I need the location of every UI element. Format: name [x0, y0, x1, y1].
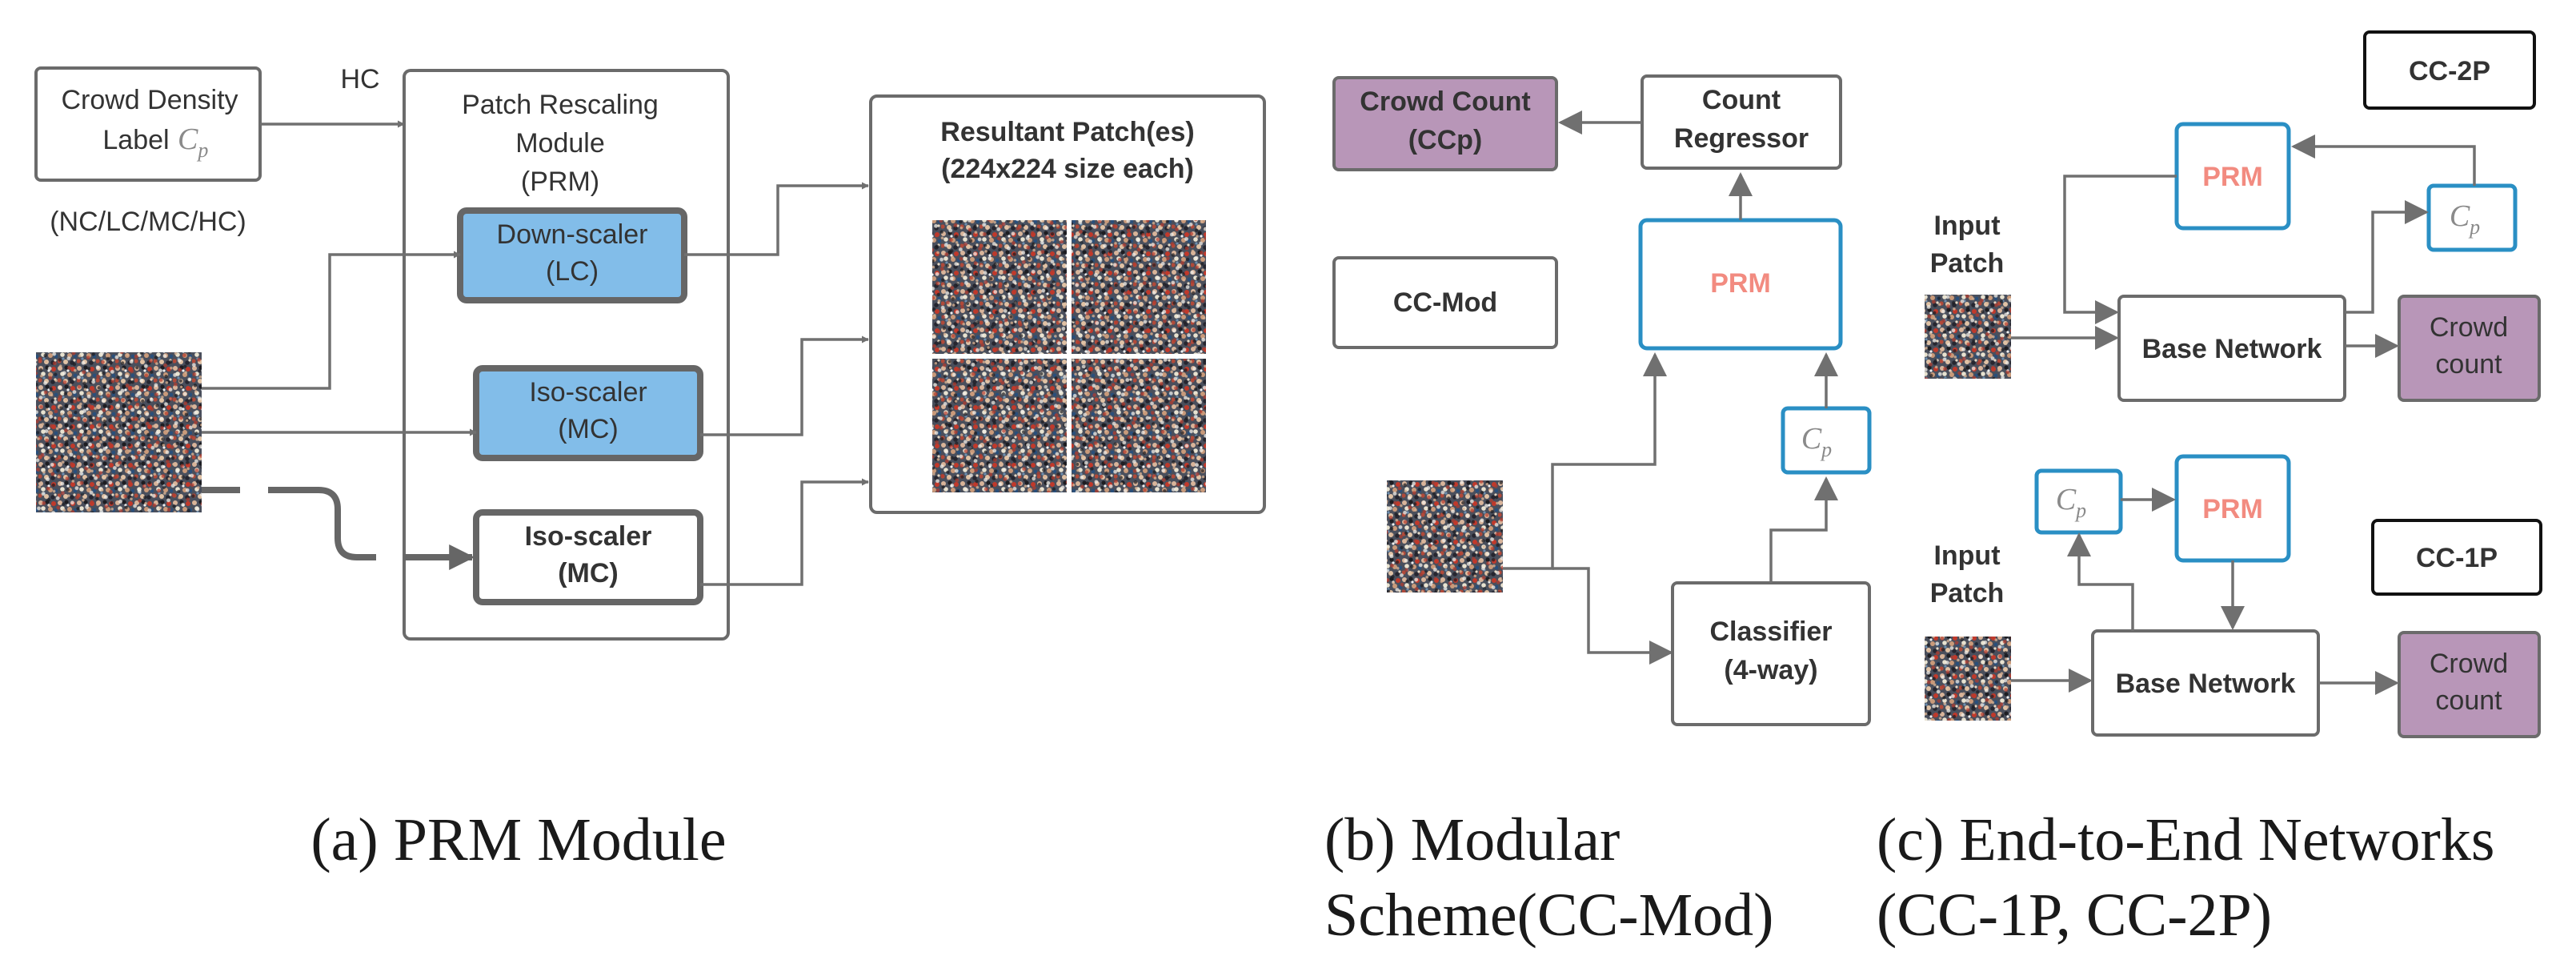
base-network-box-top [2117, 295, 2346, 402]
crowd-count-box-top [2398, 295, 2541, 402]
top-prm-to-base-arrow [2063, 175, 2177, 324]
result-title-line2: (224x224 size each) [941, 154, 1194, 184]
crowd-photo-overlay-bottom [1925, 637, 2011, 721]
prm-label-b: PRM [1710, 268, 1771, 299]
cc2p-box [2363, 30, 2536, 110]
caption-c-line1: (c) End-to-End Networks [1877, 806, 2494, 874]
iso-scaler-bold-line2: (MC) [558, 558, 619, 588]
cp-label-top: Cp [2450, 199, 2480, 239]
down-scaler-line2: (LC) [546, 256, 599, 287]
top-input-line1: Input [1933, 211, 2000, 241]
top-crowd-line1: Crowd [2430, 312, 2508, 343]
bottom-crowd-line1: Crowd [2430, 649, 2508, 679]
bottom-input-line1: Input [1933, 540, 2000, 571]
input-to-downscaler-arrow [202, 251, 461, 390]
crowd-count-line1: Crowd Count [1360, 86, 1530, 117]
caption-a: (a) PRM Module [310, 806, 726, 874]
panel-c: CC-2P PRM Cp Input Patch Base Network Cr… [1877, 30, 2542, 949]
iso-scaler-mc-line1: Iso-scaler [529, 377, 647, 408]
cc1p-box [2371, 519, 2542, 596]
resultant-patch-grid [932, 220, 1206, 492]
isoscaler-bold-to-result-arrow [700, 478, 869, 586]
prm-title-line1: Patch Rescaling [462, 90, 659, 120]
prm-title-line3: (PRM) [521, 167, 599, 197]
top-input-line2: Patch [1930, 248, 2005, 279]
cc1p-label: CC-1P [2416, 543, 2498, 573]
panel-b: Crowd Count (CCp) Count Regressor CC-Mod… [1324, 74, 1872, 949]
crowd-count-box-bottom [2398, 631, 2541, 738]
isoscaler-to-result-arrow [700, 335, 869, 436]
density-label-line2: Label [102, 125, 169, 155]
bottom-crowd-line2: count [2435, 685, 2502, 716]
caption-c-line2: (CC-1P, CC-2P) [1877, 882, 2272, 949]
cc2p-label: CC-2P [2409, 56, 2490, 86]
patch-grid-lines [932, 220, 1206, 492]
panel-a: Crowd Density Label Cp HC (NC/LC/MC/HC) … [34, 64, 1266, 874]
base-network-label-top: Base Network [2142, 334, 2322, 364]
base-network-label-bottom: Base Network [2116, 669, 2296, 699]
classifier-line2: (4-way) [1724, 655, 1817, 685]
density-label-line1: Crowd Density [61, 85, 238, 115]
classifier-line1: Classifier [1709, 617, 1832, 647]
density-label-cp: Cp [178, 123, 208, 162]
bottom-base-to-cp-arrow [2067, 532, 2134, 631]
crowd-photo-overlay-b [1387, 480, 1503, 592]
top-base-to-cp-arrow [2345, 200, 2429, 314]
classes-label: (NC/LC/MC/HC) [50, 207, 246, 237]
prm-label-top: PRM [2202, 162, 2263, 192]
cp-label-b: Cp [1801, 422, 1832, 461]
bottom-input-line2: Patch [1930, 578, 2005, 609]
prm-title-line2: Module [515, 128, 605, 159]
input-to-prm-arrow [1503, 352, 1667, 570]
cc-mod-box [1332, 256, 1558, 349]
input-to-isoscaler-bold-dashed-arrow [202, 487, 472, 557]
caption-b-line1: (b) Modular [1324, 806, 1620, 874]
count-regressor-line2: Regressor [1674, 123, 1809, 154]
iso-scaler-mc-box [473, 365, 703, 461]
input-to-classifier-arrow [1552, 567, 1673, 665]
cp-box-top [2426, 183, 2518, 252]
prm-label-bottom: PRM [2202, 494, 2263, 524]
iso-scaler-bold-line1: Iso-scaler [525, 521, 652, 552]
top-crowd-line2: count [2435, 349, 2502, 380]
top-cp-to-prm-arrow [2291, 135, 2476, 186]
count-regressor-line1: Count [1702, 85, 1781, 115]
crowd-count-ccp-box [1332, 76, 1558, 171]
crowd-photo-overlay-top [1925, 295, 2011, 379]
cp-label-bottom: Cp [2056, 483, 2086, 522]
cc-mod-label: CC-Mod [1393, 287, 1497, 318]
result-title-line1: Resultant Patch(es) [940, 117, 1194, 147]
hc-label: HC [340, 64, 379, 94]
down-scaler-line1: Down-scaler [497, 219, 648, 250]
classifier-to-cp-arrow [1769, 476, 1838, 583]
classifier-box [1671, 581, 1871, 726]
caption-b-line2: Scheme(CC-Mod) [1324, 882, 1773, 949]
crowd-count-line2: (CCp) [1408, 125, 1483, 155]
iso-scaler-mc-line2: (MC) [558, 414, 619, 444]
crowd-photo-overlay [36, 352, 202, 512]
downscaler-to-result-arrow [684, 182, 869, 256]
